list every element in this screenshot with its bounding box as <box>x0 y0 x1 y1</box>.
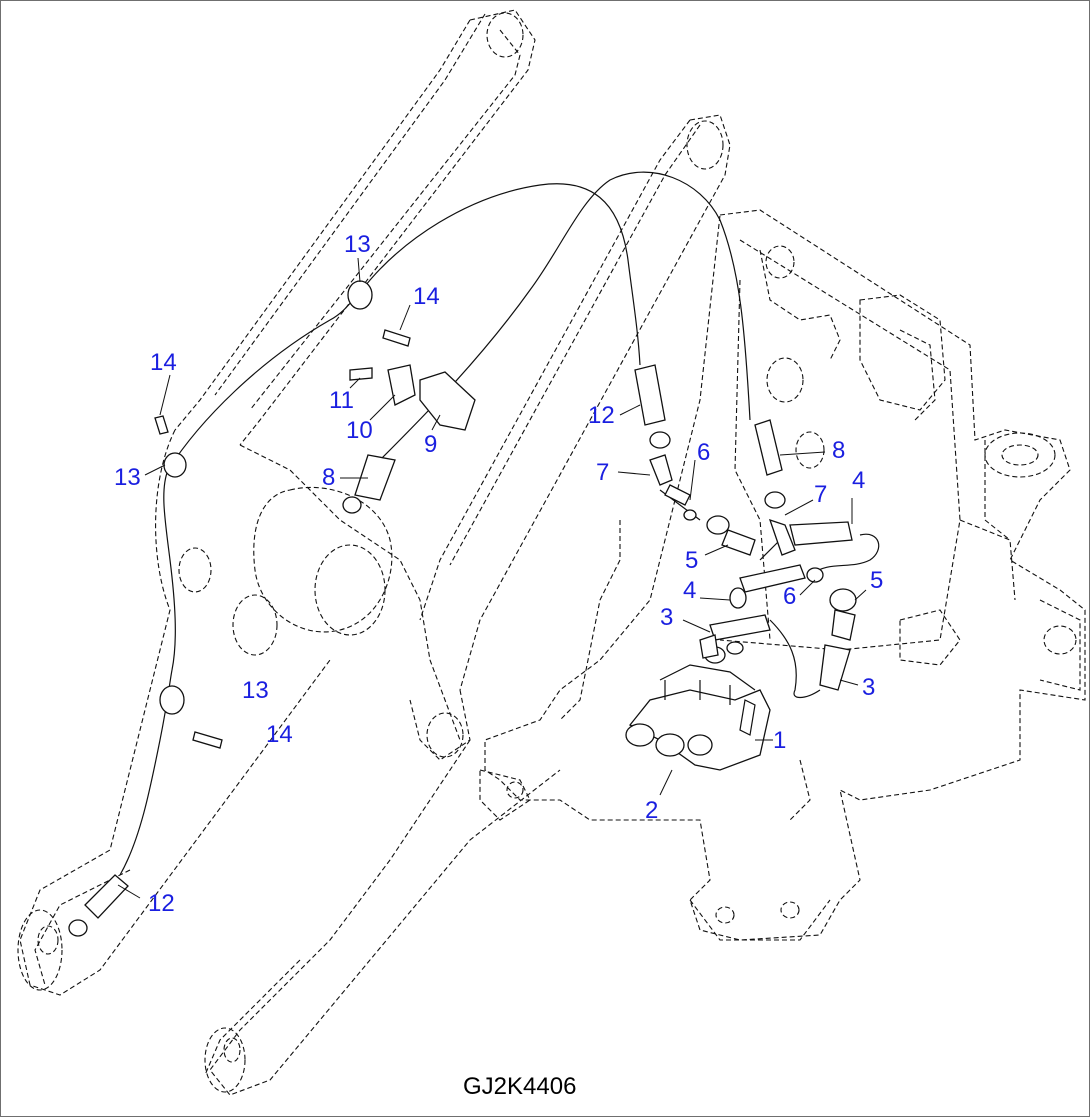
callout-6-upper: 6 <box>697 439 710 466</box>
callout-labels: 1 2 3 3 4 4 5 5 6 6 7 7 8 8 9 10 11 12 1… <box>114 231 883 917</box>
callout-13-bottom: 13 <box>242 677 269 704</box>
hose-fittings <box>68 280 857 937</box>
callout-10: 10 <box>346 417 373 444</box>
callout-12-lower: 12 <box>148 890 175 917</box>
callout-6-lower: 6 <box>783 583 796 610</box>
callout-14-left: 14 <box>150 349 177 376</box>
callout-7-left: 7 <box>596 459 609 486</box>
drawing-code: GJ2K4406 <box>463 1073 576 1100</box>
callout-3-lower: 3 <box>862 674 875 701</box>
callout-8-left: 8 <box>322 464 335 491</box>
callout-14-top: 14 <box>413 283 440 310</box>
callout-5-left: 5 <box>685 547 698 574</box>
callout-5-right: 5 <box>870 567 883 594</box>
callout-13-middle: 13 <box>114 464 141 491</box>
callout-3-upper: 3 <box>660 604 673 631</box>
hose-routing <box>119 171 880 876</box>
leader-lines <box>117 257 867 899</box>
callout-1: 1 <box>773 727 786 754</box>
callout-14-bottom: 14 <box>266 721 293 748</box>
callout-8-right: 8 <box>832 437 845 464</box>
callout-4-lower: 4 <box>683 577 696 604</box>
callout-2: 2 <box>645 797 658 824</box>
control-valve <box>625 641 771 771</box>
right-boom-arm-outline <box>204 114 731 1096</box>
callout-13-top: 13 <box>344 231 371 258</box>
boom-arm-outline <box>17 9 536 996</box>
callout-4-upper: 4 <box>852 467 865 494</box>
callout-11: 11 <box>329 387 354 414</box>
callout-12-upper: 12 <box>588 402 615 429</box>
callout-7-right: 7 <box>814 481 827 508</box>
callout-9: 9 <box>424 431 437 458</box>
